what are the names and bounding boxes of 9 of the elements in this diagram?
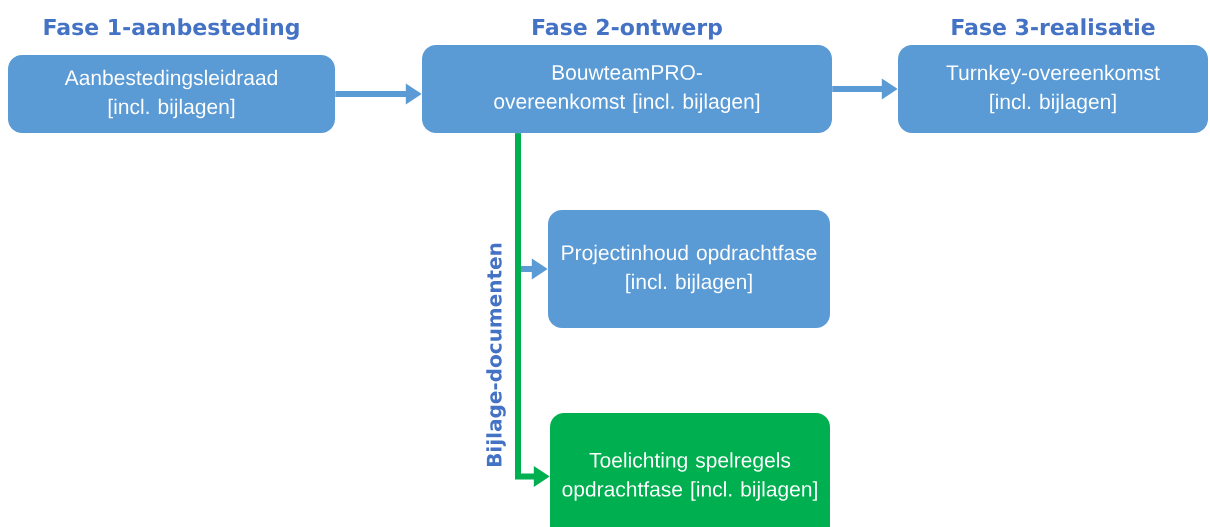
phase-heading: Fase 1-aanbesteding [44, 18, 299, 40]
process-box: Projectinhoud opdrachtfase [incl. bijlagen] [548, 210, 830, 328]
process-box: Turnkey-overeenkomst [incl. bijlagen] [898, 45, 1208, 133]
process-box: BouwteamPRO-overeenkomst [incl. bijlagen] [422, 45, 832, 133]
process-box: Toelichting spelregels opdrachtfase [incl. bijlagen] [550, 413, 830, 527]
edge-label: Bijlage-documenten [485, 241, 507, 469]
phase-heading: Fase 3-realisatie [952, 18, 1155, 36]
process-box: Aanbestedingsleidraad [incl. bijlagen] [8, 55, 335, 133]
phase-heading: Fase 2-ontwerp [533, 18, 722, 40]
